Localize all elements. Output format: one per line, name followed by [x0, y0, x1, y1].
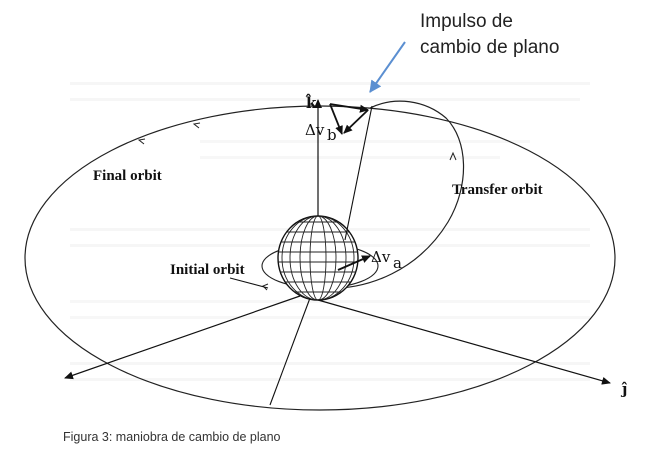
- delta-v-a-arrow: [337, 255, 371, 271]
- transfer-orbit-label: Transfer orbit: [452, 182, 543, 198]
- transfer-orbit-arc: [317, 100, 465, 290]
- globe-icon: [277, 215, 359, 301]
- figure-caption: Figura 3: maniobra de cambio de plano: [63, 430, 281, 444]
- svg-text:Δv: Δv: [371, 248, 391, 266]
- svg-text:Δv: Δv: [305, 121, 325, 139]
- final-orbit-direction-arrow: [137, 138, 146, 145]
- delta-v-b-label: Δv b: [305, 121, 337, 144]
- final-orbit-label: Final orbit: [93, 168, 162, 184]
- final-orbit-direction-arrow-2: [192, 122, 201, 129]
- axis-j-line: [317, 299, 611, 385]
- callout-arrow-icon: [369, 41, 406, 93]
- callout-line-2: cambio de plano: [420, 37, 559, 58]
- axis-k-label: k̂: [305, 93, 317, 112]
- apse-line-upper: [344, 105, 373, 241]
- transfer-orbit-direction-arrow: [449, 151, 457, 161]
- delta-v-a-label: Δv a: [371, 248, 402, 272]
- svg-text:a: a: [393, 254, 402, 272]
- initial-orbit-pointer: [229, 277, 269, 289]
- svg-text:b: b: [327, 126, 337, 144]
- delta-v-b-vector-triangle: [329, 103, 369, 135]
- axis-i-line: [64, 295, 301, 380]
- initial-orbit-direction-arrow: [262, 283, 269, 291]
- initial-orbit-label: Initial orbit: [170, 262, 245, 278]
- apse-line-lower: [269, 297, 311, 406]
- callout-line-1: Impulso de: [420, 11, 513, 32]
- axis-j-label: ĵ: [620, 380, 628, 398]
